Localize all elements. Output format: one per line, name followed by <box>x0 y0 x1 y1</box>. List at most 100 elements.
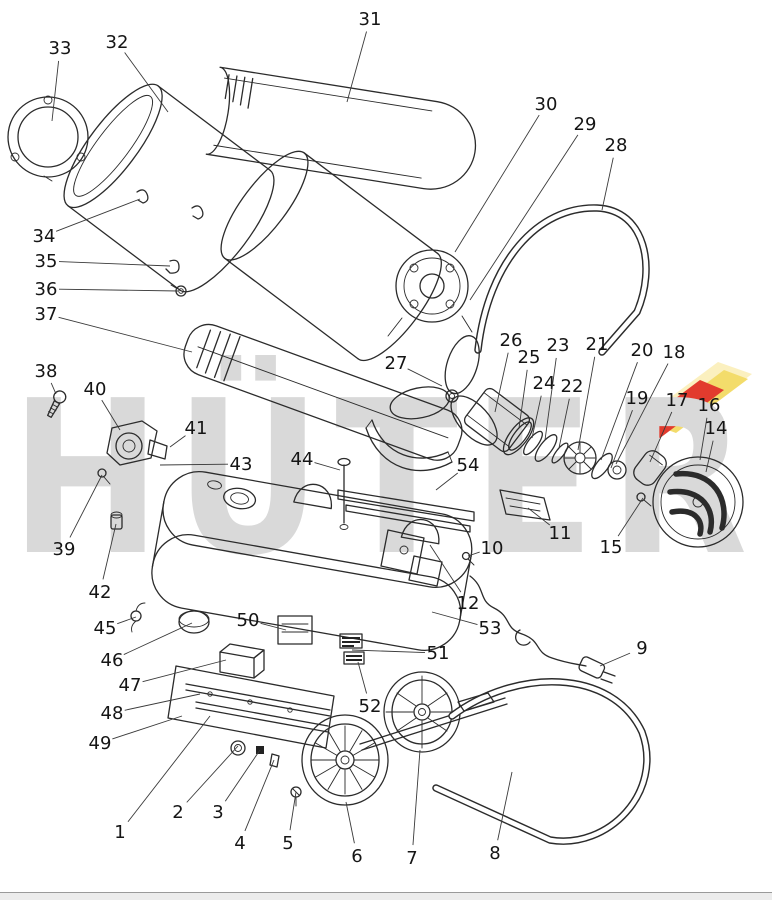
callout-number-52: 52 <box>359 696 382 717</box>
leader-line-31 <box>346 31 367 103</box>
callout-number-47: 47 <box>119 675 142 696</box>
leader-line-39 <box>69 474 103 538</box>
callout-number-45: 45 <box>94 618 117 639</box>
leader-line-2 <box>186 745 239 803</box>
leader-line-45 <box>117 616 137 625</box>
callout-number-8: 8 <box>489 843 500 864</box>
part-screw <box>47 390 67 418</box>
part-pulley <box>563 441 597 475</box>
leader-line-12 <box>429 544 462 593</box>
part-axle-frame <box>432 678 651 845</box>
watermark-text: HÜTER <box>10 356 761 603</box>
callout-number-21: 21 <box>586 334 609 355</box>
leader-line-1 <box>127 715 211 823</box>
leader-line-24 <box>531 395 542 439</box>
callout-number-41: 41 <box>185 418 208 439</box>
callout-number-35: 35 <box>35 251 58 272</box>
callout-number-54: 54 <box>457 455 480 476</box>
part-wheel-front <box>301 714 389 806</box>
leader-line-46 <box>123 622 193 655</box>
callout-number-30: 30 <box>535 94 558 115</box>
callout-number-44: 44 <box>291 449 314 470</box>
leader-line-28 <box>601 157 614 211</box>
callout-number-46: 46 <box>101 650 124 671</box>
callout-number-3: 3 <box>212 802 223 823</box>
leader-line-6 <box>345 801 355 844</box>
part-fasteners <box>230 740 302 807</box>
leader-line-54 <box>435 472 459 491</box>
part-display-window <box>277 615 313 645</box>
part-wheel-rear <box>359 671 508 753</box>
callout-number-42: 42 <box>89 582 112 603</box>
watermark: HÜTER <box>10 356 761 603</box>
callout-number-5: 5 <box>282 833 293 854</box>
part-hose-clamps <box>136 189 204 220</box>
part-power-cord <box>469 575 616 684</box>
callout-number-32: 32 <box>106 32 129 53</box>
callout-number-31: 31 <box>359 9 382 30</box>
part-washer-stack <box>508 421 627 480</box>
leader-line-7 <box>412 749 421 846</box>
callout-number-34: 34 <box>33 226 56 247</box>
callout-number-48: 48 <box>101 703 124 724</box>
leader-line-4 <box>244 759 275 832</box>
leader-line-34 <box>55 198 141 232</box>
leader-line-38 <box>50 382 57 395</box>
callout-number-7: 7 <box>406 848 417 869</box>
leader-line-40 <box>101 399 121 431</box>
callout-number-40: 40 <box>84 379 107 400</box>
leader-line-35 <box>58 261 171 267</box>
callout-number-36: 36 <box>35 279 58 300</box>
leader-line-51 <box>351 649 426 653</box>
part-support-plates <box>380 529 443 587</box>
callout-number-2: 2 <box>172 802 183 823</box>
leader-line-19 <box>610 410 633 469</box>
leader-line-47 <box>142 659 227 683</box>
callout-number-25: 25 <box>518 347 541 368</box>
leader-line-15 <box>617 497 644 537</box>
callout-number-1: 1 <box>114 822 125 843</box>
leader-line-50 <box>260 622 287 631</box>
callout-number-33: 33 <box>49 38 72 59</box>
part-motor-plate <box>387 249 473 337</box>
part-lower-shell <box>183 323 463 461</box>
leader-line-16 <box>699 417 708 461</box>
callout-number-17: 17 <box>666 390 689 411</box>
part-fan-guard <box>652 456 744 548</box>
leader-line-27 <box>407 368 443 387</box>
callout-number-20: 20 <box>631 340 654 361</box>
leader-line-17 <box>649 411 673 463</box>
callout-number-12: 12 <box>457 593 480 614</box>
callout-number-6: 6 <box>351 846 362 867</box>
callout-number-51: 51 <box>427 643 450 664</box>
part-shield-bracket <box>499 489 551 521</box>
callout-number-16: 16 <box>698 395 721 416</box>
part-motor <box>463 387 535 456</box>
leader-line-18 <box>615 363 669 465</box>
callout-number-26: 26 <box>500 330 523 351</box>
leader-line-10 <box>467 551 480 557</box>
callout-number-9: 9 <box>636 638 647 659</box>
part-bushing <box>110 511 123 530</box>
callout-number-37: 37 <box>35 304 58 325</box>
leader-line-41 <box>169 435 186 448</box>
part-stickers <box>339 633 365 665</box>
callout-number-29: 29 <box>574 114 597 135</box>
part-bolt <box>97 468 111 485</box>
callout-number-28: 28 <box>605 135 628 156</box>
leader-line-36 <box>58 288 179 292</box>
leader-line-21 <box>577 356 596 451</box>
leader-line-3 <box>224 749 261 802</box>
leader-line-5 <box>289 791 297 831</box>
callout-number-49: 49 <box>89 733 112 754</box>
part-outer-cylinder <box>63 83 275 293</box>
leader-line-22 <box>558 398 570 449</box>
part-fuel-rod <box>337 457 351 530</box>
leader-line-25 <box>518 369 528 429</box>
leader-line-23 <box>544 357 557 441</box>
part-control-box <box>219 643 265 679</box>
part-clip-small <box>165 259 180 274</box>
callout-number-53: 53 <box>479 618 502 639</box>
callout-number-23: 23 <box>547 335 570 356</box>
